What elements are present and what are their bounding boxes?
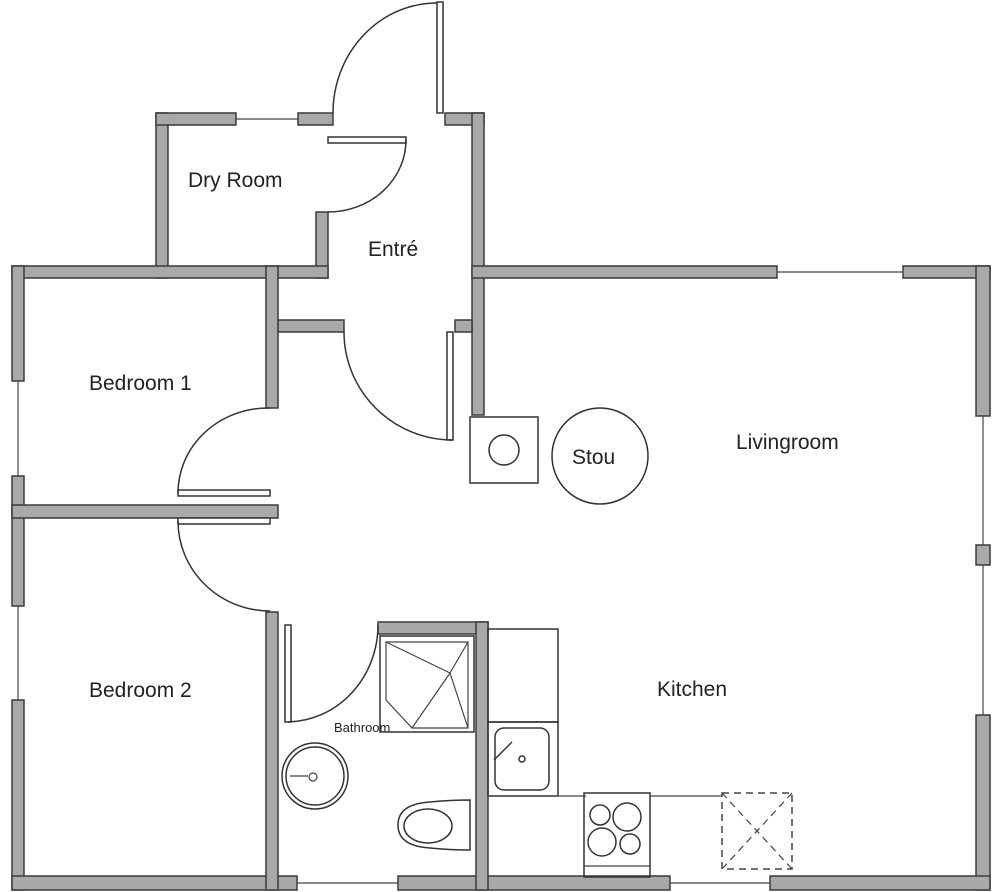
shower-icon xyxy=(379,635,475,733)
counter xyxy=(487,628,559,723)
fridge-icon xyxy=(721,792,793,870)
label-bathroom: Bathroom xyxy=(334,720,390,735)
chimney-box xyxy=(469,416,539,484)
label-stove: Stou xyxy=(572,446,615,469)
kitchen-sink-icon xyxy=(494,727,550,791)
doors xyxy=(177,1,454,723)
cooker-icon xyxy=(583,792,651,878)
sink-counter xyxy=(487,721,559,797)
label-entre: Entré xyxy=(368,238,418,261)
fixtures xyxy=(281,407,793,878)
room-labels: Dry Room Entré Bedroom 1 Bedroom 2 Livin… xyxy=(89,169,839,735)
label-dry-room: Dry Room xyxy=(188,169,283,192)
stove-icon xyxy=(551,407,649,505)
walls xyxy=(11,112,991,891)
windows xyxy=(17,118,984,884)
basin-icon xyxy=(281,742,349,810)
label-bedroom-2: Bedroom 2 xyxy=(89,679,192,702)
label-livingroom: Livingroom xyxy=(736,431,839,454)
label-bedroom-1: Bedroom 1 xyxy=(89,372,192,395)
label-kitchen: Kitchen xyxy=(657,678,727,701)
toilet-icon xyxy=(397,799,471,851)
